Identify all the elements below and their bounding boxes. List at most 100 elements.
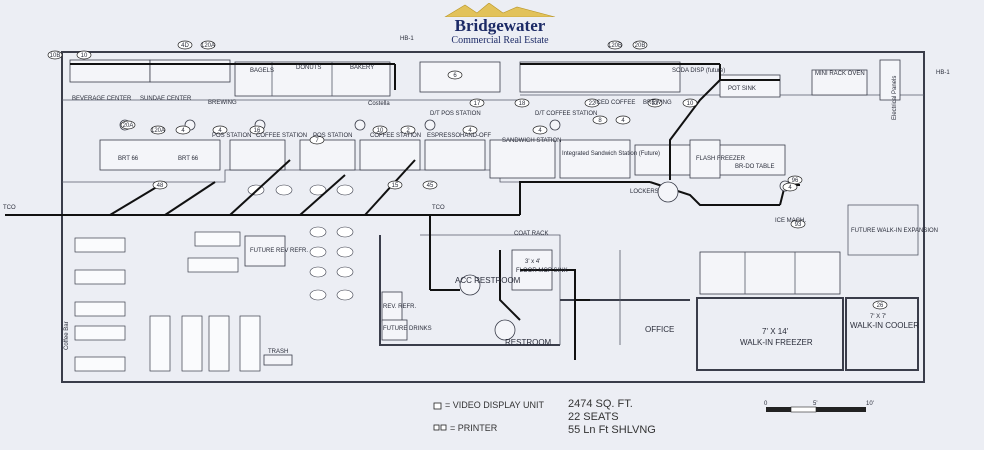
tag-bubble [177,40,193,50]
tag-bubble [632,40,648,50]
pos-station-2-label: POS STATION [313,133,352,139]
coffee-bar-label: Coffee Bar [64,321,70,350]
tag-label: 120A [201,43,215,49]
dining-tables [74,231,261,372]
tag-label: 10 [687,101,694,107]
restroom-label: RESTROOM [505,338,552,347]
hand-off-label: HAND-OFF [460,133,491,139]
iced-coffee-label: ICED COFFEE [595,100,635,106]
hb-right-label: HB-1 [936,70,950,76]
hb-top-label: HB-1 [400,36,414,42]
acc-restroom-label: ACC RESTROOM [455,276,521,285]
tag-label: 10B [50,53,61,59]
tag-bubble [682,98,698,108]
tag-bubble [532,125,548,135]
tag-label: 10 [81,53,88,59]
video-display-icon [433,402,442,410]
tco-left-label: TCO [3,205,16,211]
legend-printer: = PRINTER [450,423,498,433]
summary: 2474 SQ. FT. 22 SEATS 55 Ln Ft SHLVNG [568,398,656,437]
lockers-label: LOCKERS [630,189,659,195]
logo-name: Bridgewater [454,16,546,35]
tag-bubble [447,70,463,80]
tag-bubble [47,50,63,60]
plumbing-lines [5,63,800,360]
scale-zero: 0 [764,401,768,407]
soda-disp-label: SODA DISP (future) [672,68,725,74]
trash-label: TRASH [268,349,288,355]
tag-label: 2 [406,128,410,134]
pos-station-1-label: POS STATION [212,133,251,139]
espresso-label: ESPRESSO [427,133,460,139]
tag-bubble [607,40,623,50]
bakery-label: BAKERY [350,65,374,71]
tag-label: 15 [392,183,399,189]
tag-bubble [212,125,228,135]
sandwich-station-label: SANDWICH STATION [502,138,561,144]
ice-mach-label: ICE MACH. [775,218,806,224]
tag-bubble [152,180,168,190]
pot-sink-label: POT SINK [728,86,756,92]
beverage-center-label: BEVERAGE CENTER [72,96,132,102]
tag-bubble [422,180,438,190]
tco-mid-label: TCO [432,205,445,211]
tag-bubble [200,40,216,50]
brewing-right-label: BREWING [643,100,672,106]
tag-label: 20B [635,43,646,49]
summary-area: 2474 SQ. FT. [568,398,633,410]
brt-left-label: BRT 66 [118,156,139,162]
donuts-label: DONUTS [296,65,321,71]
tag-bubble [584,98,600,108]
tag-label: 8 [598,118,602,124]
coat-rack-label: COAT RACK [514,231,548,237]
tag-label: 32 [652,101,659,107]
tag-label: 22 [589,101,596,107]
scale-end: 10' [866,401,874,407]
scale-mid: 5' [813,401,817,407]
tag-label: 4 [468,128,472,134]
walk-in-cooler-label: WALK-IN COOLER [850,321,919,330]
round-tables [247,184,354,301]
tag-label: 26 [877,303,884,309]
tag-label: 45 [427,183,434,189]
walk-in-cooler-box [845,297,919,371]
br-do-table-label: BR-DO TABLE [735,164,774,170]
sundae-center-label: SUNDAE CENTER [140,96,192,102]
walk-in-cooler-size: 7' X 7' [870,314,886,320]
tag-label: 93 [795,222,802,228]
tag-bubble [309,135,325,145]
summary-seats: 22 SEATS [568,411,619,423]
mini-rack-oven-label: MINI RACK OVEN [815,71,865,77]
future-walk-in-label: FUTURE WALK-IN EXPANSION [851,228,938,234]
mop-sink-size-label: 3' x 4' [525,259,540,265]
legend-video-display: = VIDEO DISPLAY UNIT [445,400,544,410]
summary-shelving: 55 Ln Ft SHLVNG [568,424,656,436]
tag-label: 4D [181,43,189,49]
logo-subtitle: Commercial Real Estate [451,35,549,46]
tag-bubble [872,300,888,310]
tag-bubble [76,50,92,60]
tag-bubble [175,125,191,135]
tag-label: 4 [621,118,625,124]
tag-bubble [469,98,485,108]
tag-bubble [647,98,663,108]
future-rev-refr-label: FUTURE REV REFR. [250,248,308,254]
rev-refr-label: REV. REFR. [383,304,416,310]
tag-label: 120B [608,43,622,49]
tag-label: 18 [519,101,526,107]
floor-mop-sink-label: FLOOR MOP SINK [516,268,568,274]
tag-bubble [615,115,631,125]
tag-bubble [462,125,478,135]
integrated-sandwich-label: Integrated Sandwich Station (Future) [562,151,660,157]
bridgewater-logo: Bridgewater Commercial Real Estate [425,3,575,46]
tag-bubble [387,180,403,190]
tag-label: 10 [377,128,384,134]
tag-bubble [249,125,265,135]
tag-label: 4 [218,128,222,134]
electrical-panels-label: Electrical Panels [892,76,898,120]
tag-label: 17 [474,101,481,107]
tag-bubble [790,219,806,229]
tag-label: 20A [123,123,134,129]
logo-mountain-icon [444,3,556,17]
